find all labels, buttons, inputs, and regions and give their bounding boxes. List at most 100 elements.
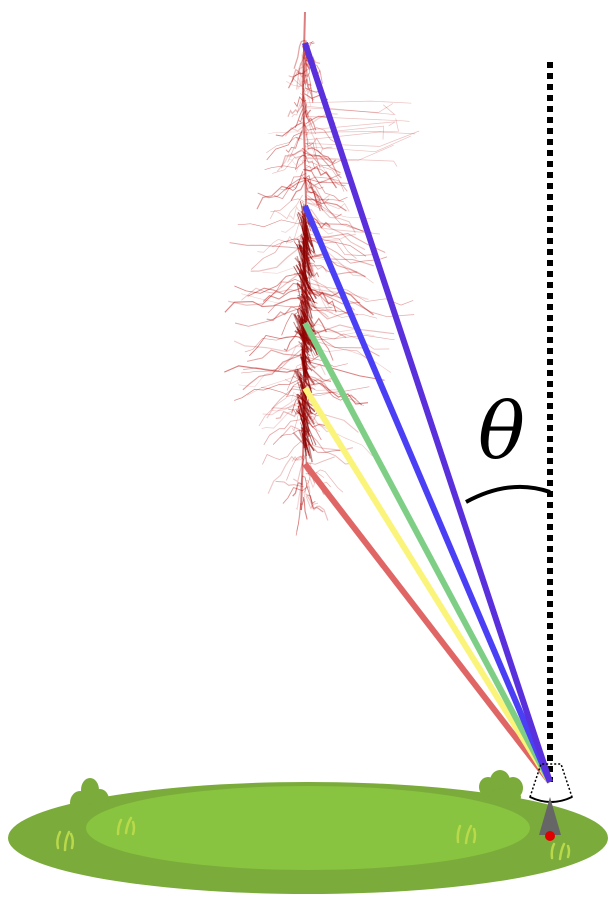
plume-core-stroke bbox=[299, 392, 306, 416]
plume-branch bbox=[307, 185, 320, 207]
plume-branch bbox=[281, 205, 305, 234]
plume-branch bbox=[302, 208, 366, 251]
angle-label: θ bbox=[478, 387, 525, 477]
plume-core-stroke bbox=[302, 327, 307, 362]
plume-branch bbox=[266, 136, 303, 154]
plume-branch bbox=[286, 455, 305, 481]
plume-branch bbox=[271, 401, 307, 412]
plume-branch bbox=[306, 382, 369, 405]
plume-branch bbox=[305, 59, 312, 87]
plume-branch bbox=[250, 238, 308, 270]
plume-branch bbox=[307, 177, 322, 207]
sensor-marker bbox=[545, 831, 555, 841]
plume-branch bbox=[291, 77, 307, 88]
plume-branch bbox=[301, 104, 317, 131]
plume-branch bbox=[301, 81, 308, 107]
plume-branch bbox=[306, 87, 311, 107]
plume-core-stroke bbox=[296, 282, 312, 301]
plume-branch bbox=[305, 375, 336, 383]
plume-branch bbox=[302, 63, 307, 90]
plume-branch bbox=[303, 75, 312, 95]
plume-branch bbox=[304, 385, 357, 400]
plume-branch bbox=[302, 443, 343, 454]
plume-branch bbox=[304, 251, 366, 277]
plume-core-stroke bbox=[300, 408, 314, 445]
plume-branch bbox=[306, 191, 342, 218]
plume-branch bbox=[302, 122, 309, 137]
plume-core-stroke bbox=[302, 277, 311, 308]
plume-branch bbox=[261, 408, 303, 430]
plume-core-stroke bbox=[296, 393, 309, 425]
plume-branch bbox=[299, 88, 305, 95]
plume-branch bbox=[305, 168, 348, 202]
plume-branch bbox=[307, 253, 366, 278]
plume-branch bbox=[242, 353, 305, 391]
plume-branch bbox=[266, 131, 303, 161]
plume-branch bbox=[287, 72, 304, 89]
plume-branch bbox=[272, 155, 305, 174]
plume-branch bbox=[301, 365, 317, 387]
plume-branch bbox=[303, 289, 350, 316]
plume-branch bbox=[303, 309, 358, 315]
plume-branch bbox=[307, 198, 347, 212]
plume-branch bbox=[306, 186, 317, 194]
plume-branch bbox=[305, 195, 350, 212]
plume-branch bbox=[293, 96, 307, 108]
plume-branch bbox=[304, 178, 321, 212]
plume-branch bbox=[306, 367, 332, 382]
plume-branch bbox=[296, 62, 306, 90]
plume-branch bbox=[291, 454, 307, 462]
plume-branch bbox=[296, 485, 308, 532]
plume-branch bbox=[302, 411, 319, 418]
plume-core-stroke bbox=[301, 360, 305, 378]
plume-branch bbox=[266, 300, 306, 322]
plume-branch bbox=[307, 485, 313, 510]
plume-branch bbox=[304, 198, 345, 203]
plume-branch bbox=[291, 68, 309, 83]
plume-branch bbox=[272, 429, 305, 445]
plume-branch bbox=[256, 179, 306, 210]
plume-branch bbox=[287, 130, 306, 163]
plume-tendril bbox=[304, 121, 396, 131]
plume-tendril bbox=[304, 118, 399, 133]
plume-tendril bbox=[304, 157, 398, 167]
plume-branch bbox=[302, 333, 390, 350]
plume-branch bbox=[302, 374, 363, 406]
plume-core-stroke bbox=[302, 405, 315, 425]
plume-branch bbox=[302, 109, 317, 135]
plume-core-stroke bbox=[296, 238, 317, 255]
plume-branch bbox=[282, 486, 308, 504]
plume-branch bbox=[272, 238, 306, 248]
plume-branch bbox=[303, 66, 307, 79]
plume-branch bbox=[258, 385, 305, 427]
plume-branch bbox=[302, 255, 374, 267]
plume-branch bbox=[301, 147, 341, 174]
plume-branch bbox=[303, 123, 337, 144]
plume-branch bbox=[234, 377, 303, 401]
plume-branch bbox=[257, 177, 307, 199]
plume-branch bbox=[294, 108, 304, 129]
plume-branch bbox=[295, 475, 304, 511]
plume-branch bbox=[304, 40, 315, 51]
plume-branch bbox=[306, 262, 327, 273]
plume-branch bbox=[303, 56, 309, 76]
plume-branch bbox=[303, 257, 374, 284]
plume-branch bbox=[302, 496, 308, 520]
plume-branch bbox=[295, 144, 306, 173]
plume-core-stroke bbox=[303, 238, 311, 271]
plume-branch bbox=[224, 365, 308, 373]
plume-branch bbox=[288, 152, 309, 166]
plume-tendril bbox=[304, 144, 394, 162]
blue-sight-line bbox=[302, 204, 553, 784]
plume-branch bbox=[301, 99, 313, 128]
plume-branch bbox=[295, 154, 307, 170]
plume-core-stroke bbox=[293, 241, 308, 262]
plume-core-stroke bbox=[297, 401, 314, 415]
sensor-icon bbox=[529, 763, 573, 841]
plume-branch bbox=[303, 414, 330, 428]
plume-branch bbox=[302, 293, 361, 305]
plume-core-stroke bbox=[298, 222, 310, 241]
red-sight-line bbox=[302, 462, 553, 784]
plume-tendril bbox=[304, 100, 412, 104]
plume-branch bbox=[305, 493, 329, 521]
